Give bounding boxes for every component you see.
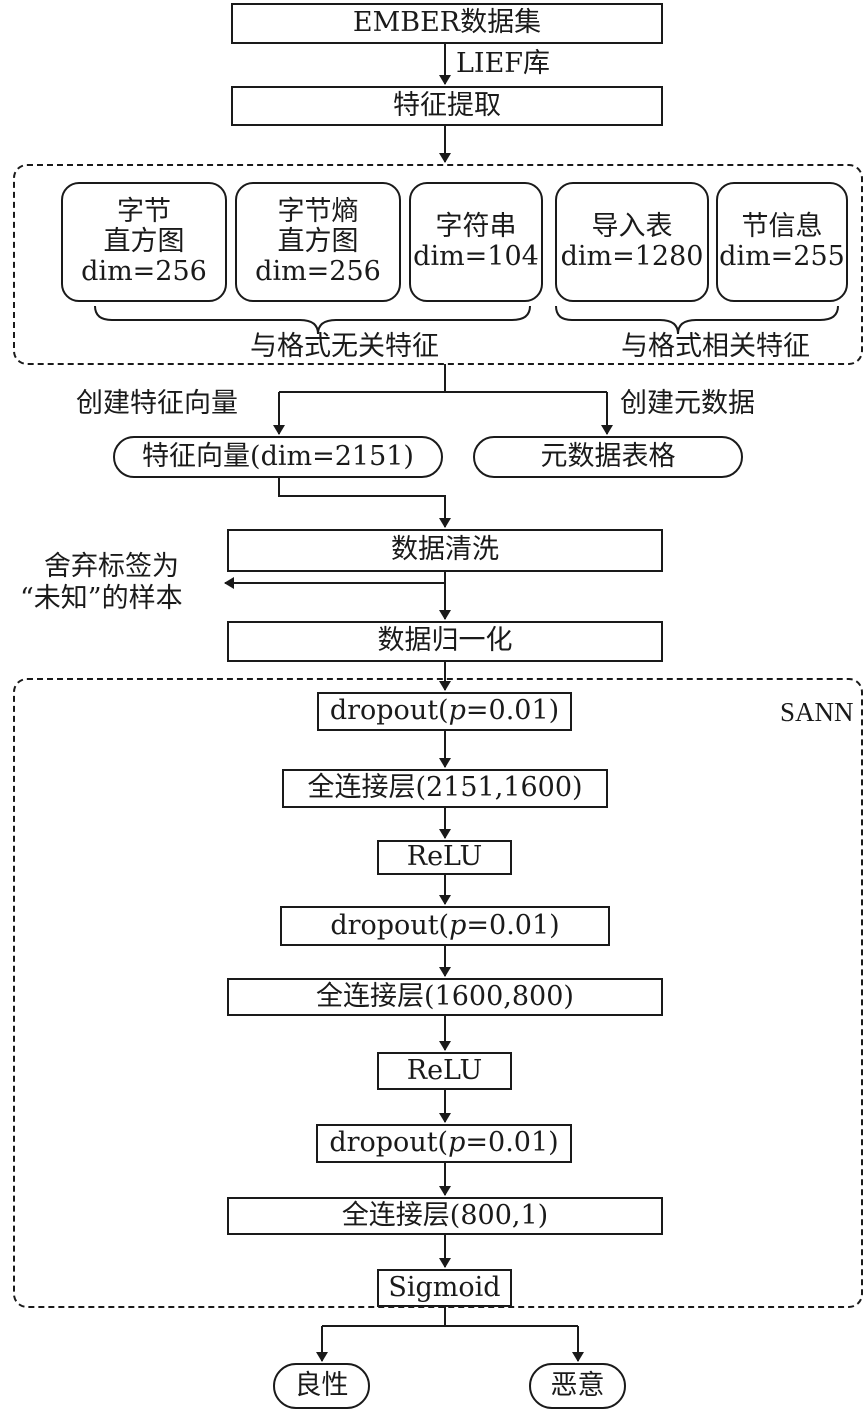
byte-histogram-line2: 直方图 [103, 225, 185, 257]
imports-box: 导入表 dim=1280 [555, 182, 709, 302]
ember-dataset-box: EMBER数据集 [231, 3, 663, 44]
metadata-table-box: 元数据表格 [473, 436, 743, 478]
byte-entropy-histogram-box: 字节熵 直方图 dim=256 [235, 182, 401, 302]
dense-layer-3-label: 全连接层(800,1) [341, 1199, 549, 1231]
dropout-text: dropout( [329, 1127, 449, 1159]
group-brace [94, 305, 839, 335]
byte-entropy-line1: 字节熵 [277, 195, 359, 227]
metadata-table-label: 元数据表格 [540, 440, 676, 472]
byte-histogram-line1: 字节 [117, 195, 171, 227]
dropout-value: =0.01) [465, 1127, 559, 1159]
dropout-layer-1: dropout(p=0.01) [317, 692, 572, 731]
dropout-value: =0.01) [465, 695, 560, 727]
dense-layer-2-label: 全连接层(1600,800) [316, 980, 574, 1012]
malicious-output: 恶意 [529, 1363, 626, 1409]
discard-line2: “未知”的样本 [20, 583, 183, 615]
data-cleaning-box: 数据清洗 [227, 529, 663, 572]
ember-dataset-label: EMBER数据集 [352, 7, 542, 39]
strings-label: 字符串 [435, 210, 517, 242]
dropout-layer-3: dropout(p=0.01) [316, 1124, 572, 1163]
byte-entropy-dim: dim=256 [255, 256, 381, 288]
dropout-layer-2: dropout(p=0.01) [280, 906, 610, 946]
sigmoid-layer-label: Sigmoid [388, 1271, 501, 1303]
strings-dim: dim=104 [413, 241, 539, 272]
format-specific-label: 与格式相关特征 [621, 331, 810, 362]
section-info-dim: dim=255 [719, 241, 845, 272]
section-info-box: 节信息 dim=255 [716, 182, 848, 302]
sigmoid-layer: Sigmoid [377, 1269, 512, 1307]
feature-group-container [13, 164, 863, 365]
discard-line1: 舍弃标签为 [44, 551, 179, 582]
lief-library-label: LIEF库 [456, 48, 551, 79]
relu-layer-1: ReLU [377, 840, 512, 875]
dense-layer-1-label: 全连接层(2151,1600) [307, 772, 583, 804]
dropout-text: dropout( [329, 695, 449, 727]
relu-layer-1-label: ReLU [406, 841, 483, 873]
dense-layer-1: 全连接层(2151,1600) [282, 769, 608, 808]
byte-entropy-line2: 直方图 [277, 225, 359, 257]
dropout-p-symbol: p [448, 1127, 466, 1159]
byte-histogram-dim: dim=256 [81, 256, 207, 288]
feature-vector-label: 特征向量(dim=2151) [142, 440, 414, 472]
feature-extraction-box: 特征提取 [231, 86, 663, 126]
dropout-value: =0.01) [466, 909, 560, 941]
discard-unknown-label: 舍弃标签为 “未知”的样本 [20, 551, 183, 616]
dropout-p-symbol: p [448, 695, 466, 727]
strings-box: 字符串 dim=104 [409, 182, 543, 302]
format-agnostic-label: 与格式无关特征 [250, 331, 439, 362]
create-metadata-label: 创建元数据 [620, 388, 755, 419]
dropout-text: dropout( [330, 909, 450, 941]
data-normalization-box: 数据归一化 [227, 621, 663, 662]
malicious-label: 恶意 [550, 1369, 605, 1401]
imports-dim: dim=1280 [560, 241, 704, 272]
sann-container [13, 678, 863, 1308]
data-cleaning-label: 数据清洗 [391, 534, 499, 566]
create-vector-label: 创建特征向量 [76, 388, 238, 419]
imports-label: 导入表 [591, 210, 673, 242]
sann-label: SANN [780, 697, 854, 727]
relu-layer-2: ReLU [377, 1052, 512, 1090]
section-info-label: 节信息 [741, 210, 823, 242]
byte-histogram-box: 字节 直方图 dim=256 [61, 182, 227, 302]
benign-label: 良性 [294, 1369, 349, 1401]
relu-layer-2-label: ReLU [406, 1054, 483, 1086]
benign-output: 良性 [273, 1363, 370, 1409]
feature-vector-box: 特征向量(dim=2151) [113, 436, 443, 478]
dense-layer-2: 全连接层(1600,800) [227, 978, 663, 1016]
dropout-p-symbol: p [449, 909, 467, 941]
data-normalization-label: 数据归一化 [377, 625, 513, 657]
feature-extraction-label: 特征提取 [393, 89, 501, 121]
dense-layer-3: 全连接层(800,1) [227, 1197, 663, 1235]
